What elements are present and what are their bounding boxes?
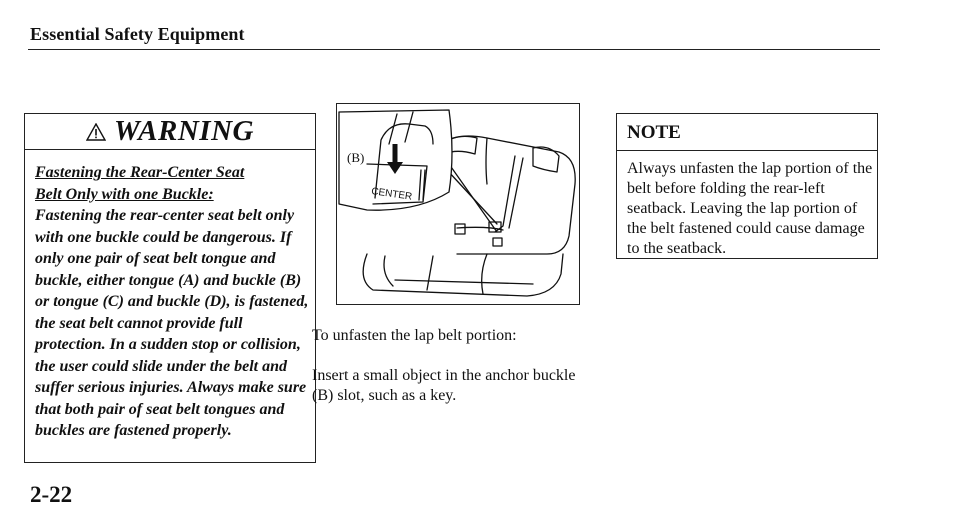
note-box: NOTE Always unfasten the lap portion of … [616,113,878,259]
note-heading: NOTE [617,114,877,151]
warning-text: Fastening the rear-center seat belt only… [35,207,309,439]
warning-triangle-icon [86,123,107,141]
warning-heading: WARNING [25,114,315,150]
instruction-step: Insert a small object in the anchor buck… [312,367,576,404]
warning-body: Fastening the Rear-Center Seat Belt Only… [35,162,311,442]
warning-title-line1: Fastening the Rear-Center Seat [35,164,245,181]
seat-belt-illustration: (B) CENTER [336,103,580,305]
label-b: (B) [347,150,364,165]
section-title: Essential Safety Equipment [30,24,245,44]
page-number: 2-22 [30,482,73,507]
note-text: Always unfasten the lap portion of the b… [627,160,873,257]
instruction-caption: To unfasten the lap belt portion: [312,327,517,344]
warning-box: WARNING Fastening the Rear-Center Seat B… [24,113,316,463]
warning-heading-text: WARNING [114,115,254,147]
header-rule [28,49,880,50]
warning-title-line2: Belt Only with one Buckle: [35,185,214,203]
rear-seat-drawing: (B) CENTER [338,109,576,297]
